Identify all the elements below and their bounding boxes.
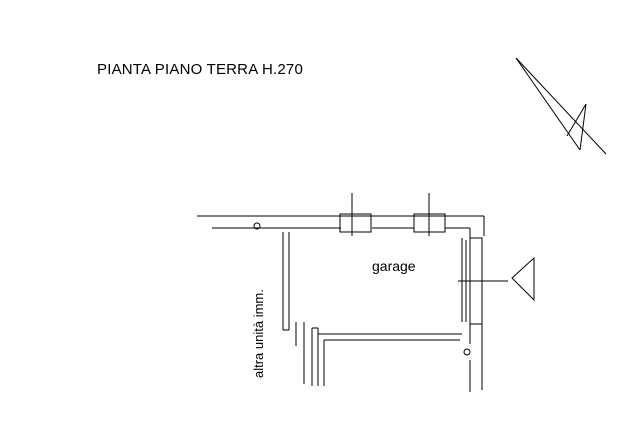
right-wall	[458, 228, 508, 392]
left-wall	[282, 232, 305, 384]
top-vent-left	[339, 193, 372, 236]
north-arrow-icon	[515, 57, 607, 155]
entrance-triangle-icon	[511, 256, 535, 302]
drawing-title: PIANTA PIANO TERRA H.270	[97, 61, 303, 78]
lower-wall	[311, 327, 462, 386]
top-vent-right	[413, 193, 446, 236]
room-label-garage: garage	[372, 258, 416, 274]
